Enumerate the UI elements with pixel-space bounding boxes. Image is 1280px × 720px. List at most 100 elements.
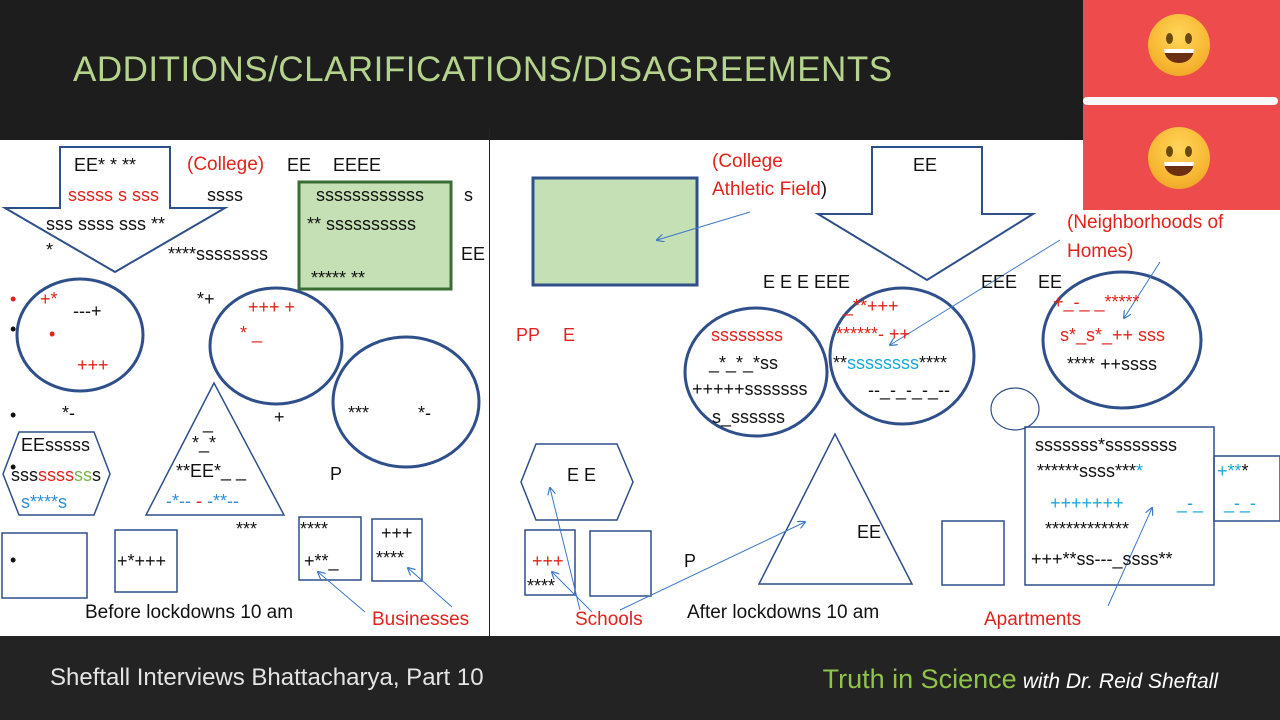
athletic-field-label-segment: )	[820, 179, 828, 200]
side-box-text-segment: +**	[1217, 461, 1242, 481]
circle-3-text: +_-_ _*****	[1053, 292, 1140, 312]
college-arrow-shape	[1, 146, 229, 274]
reaction-divider	[1083, 97, 1278, 105]
box-text: +++	[381, 523, 413, 543]
smiley-face-icon[interactable]	[1148, 14, 1210, 76]
pp-text: E	[563, 325, 576, 345]
emoji-eye	[1185, 33, 1192, 44]
emoji-eye	[1166, 33, 1173, 44]
hexagon-text-segment: s	[58, 492, 68, 512]
before-lockdowns-caption: Before lockdowns 10 am	[85, 602, 294, 623]
bullet: •	[10, 289, 17, 309]
side-box-shape	[1213, 455, 1280, 522]
triangle-left-shape	[144, 381, 286, 516]
field-text: ***** **	[311, 268, 366, 288]
circle-c-shape	[331, 335, 481, 469]
misc-text: P	[684, 551, 697, 571]
circle-1-text: ssssssss	[711, 325, 783, 345]
side-box-text-segment: *	[1241, 461, 1249, 481]
circle-a-text: ---+	[73, 301, 102, 321]
businesses-label: Businesses	[372, 609, 470, 630]
school-box-1	[524, 529, 576, 596]
after-lockdowns-caption: After lockdowns 10 am	[687, 602, 880, 623]
circle-b-text: +++ +	[248, 297, 296, 317]
triangle-left-text: **EE*_ _	[176, 461, 247, 481]
hexagon-text-segment: ss	[74, 465, 92, 485]
slide-title: ADDITIONS/CLARIFICATIONS/DISAGREEMENTS	[73, 50, 893, 89]
triangle-left-text: _	[203, 413, 214, 433]
school-box-text: ****	[527, 576, 556, 596]
small-circle-shape	[990, 387, 1040, 431]
box-left-4	[371, 518, 423, 582]
athletic-field-label: (College	[712, 151, 783, 172]
hexagon-text-segment: sss	[11, 465, 38, 485]
circle-1-text: s_ssssss	[712, 407, 786, 427]
circle-2-text: ******- ++	[836, 324, 911, 344]
emoji-mouth	[1164, 162, 1194, 176]
circle-2-text: **ssssssss****	[833, 354, 947, 372]
college-row-text: s	[464, 185, 473, 205]
apartments-text-segment: ******ssss***	[1037, 461, 1137, 481]
homes-row-text: EEE	[981, 272, 1018, 292]
arrow-text: EE* * **	[74, 155, 137, 175]
emoji-mouth	[1164, 49, 1194, 63]
schools-pointer	[550, 488, 581, 611]
triangle-text-segment: -	[196, 491, 207, 511]
homes-row-text: EE	[1038, 272, 1063, 292]
side-box-text: +***	[1217, 462, 1249, 480]
homes-arrow-shape	[814, 146, 1037, 282]
athletic-field-shape	[531, 176, 699, 287]
arrow-text: sss ssss sss **	[46, 214, 166, 234]
box-text: ****	[376, 548, 405, 568]
circle-a-shape	[15, 277, 145, 393]
circle-3-text: **** ++ssss	[1067, 354, 1158, 374]
arrow-text: *	[46, 240, 54, 260]
misc-text: P	[330, 464, 343, 484]
college-label: (College)	[187, 154, 265, 175]
circle-1-shape	[683, 306, 829, 438]
school-box-2	[589, 530, 652, 597]
college-row-text: EE	[287, 155, 312, 175]
businesses-pointer	[408, 568, 453, 608]
apartments-text: _-_	[1177, 493, 1204, 513]
circle-b-text: *+	[197, 289, 215, 309]
circle-3-text: s*_s*_++ sss	[1060, 325, 1166, 345]
footer-bar	[0, 636, 1280, 720]
circle-c-text: ***	[348, 403, 370, 423]
school-box-text: +++	[532, 551, 564, 571]
apartments-label: Apartments	[984, 609, 1082, 630]
triangle-text-segment: -*--	[166, 491, 196, 511]
college-field-shape	[297, 180, 453, 291]
circle-1-text: _*_*_*ss	[709, 353, 779, 373]
hexagon-left-text: EEsssss	[21, 435, 91, 455]
homes-arrow-text: EE	[913, 155, 938, 175]
businesses-pointer	[318, 572, 366, 613]
circle-a-text: •	[49, 324, 56, 344]
bullet: •	[10, 550, 17, 570]
brand-byline: with Dr. Reid Sheftall	[1022, 670, 1218, 693]
hexagon-text-segment: s	[21, 492, 30, 512]
circle-2-text: _**+++	[843, 296, 899, 316]
neighborhoods-label: Homes)	[1067, 241, 1134, 262]
athletic-field-label-segment: Athletic Field	[712, 179, 821, 200]
box-text: +**_	[304, 551, 339, 571]
emoji-eye	[1166, 146, 1173, 157]
arrow-text: sssss s sss	[68, 185, 160, 205]
circle-2-shape	[828, 286, 976, 426]
apartments-pointer	[1107, 508, 1152, 607]
box-left-3	[298, 516, 362, 581]
circle-a-text: +*	[40, 289, 58, 309]
homes-pointer	[1124, 261, 1161, 318]
hexagon-left-text: s****s	[21, 493, 67, 511]
box-right-small	[941, 520, 1005, 586]
arrow-text: ****ssssssss	[168, 244, 269, 264]
homes-row-text: E E E EEE	[763, 272, 851, 292]
schools-pointer	[552, 572, 593, 613]
bullet: •	[10, 405, 17, 425]
field-text: ** ssssssssss	[307, 214, 417, 234]
smiley-face-icon[interactable]	[1148, 127, 1210, 189]
hexagon-text-segment: ssss	[38, 465, 74, 485]
triangle-text-segment: -**--	[207, 491, 239, 511]
